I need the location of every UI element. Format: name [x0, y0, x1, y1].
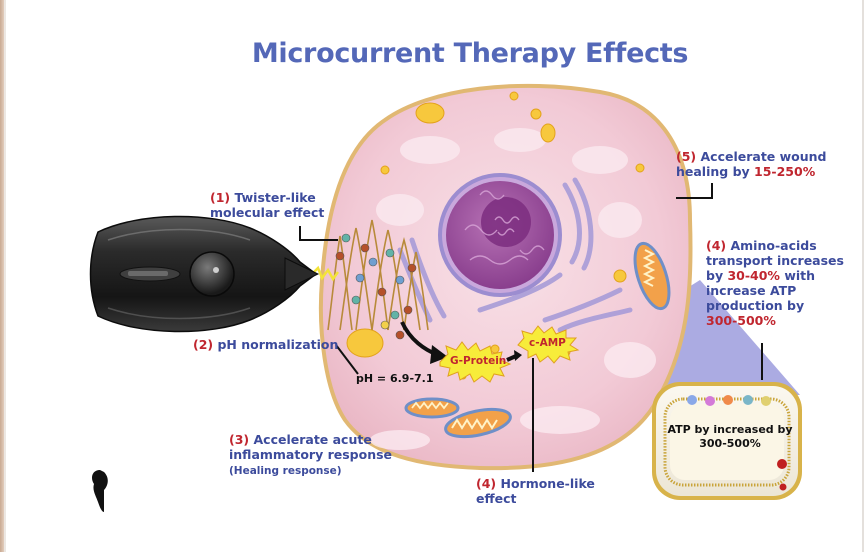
label-effect5: (5) Accelerate wound healing by 15-250% — [676, 149, 827, 179]
mitochondrion-lower-left — [404, 397, 460, 419]
mitochondrion-lower-center — [444, 407, 512, 439]
pathway-arrow-small — [506, 354, 517, 362]
nucleolus — [481, 197, 531, 247]
mitochondrion-right — [633, 241, 671, 311]
spark — [311, 265, 340, 282]
label-effect4-amino: (4) Amino-acids transport increases by 3… — [706, 238, 844, 328]
slide-left-border-inner — [4, 0, 6, 552]
label-effect4-hormone: (4) Hormone-like effect — [476, 476, 595, 506]
g-protein-label: G-Protein — [450, 355, 507, 367]
leader-effect5 — [676, 183, 713, 199]
slide-right-border — [862, 0, 864, 552]
zoom-wedge — [660, 280, 800, 395]
slide-left-border — [0, 0, 4, 552]
ph-value: pH = 6.9-7.1 — [356, 372, 434, 385]
slide-title: Microcurrent Therapy Effects — [251, 38, 689, 69]
pathway-arrow-small-head — [514, 350, 522, 361]
label-effect3: (3) Accelerate acute inflammatory respon… — [229, 432, 393, 477]
leader-effect1 — [299, 226, 338, 241]
molecular-twister — [327, 219, 429, 331]
leader-lines — [299, 183, 763, 472]
microcurrent-probe-icon — [89, 215, 320, 333]
cytoplasm-vesicles — [370, 128, 656, 450]
g-protein-burst — [439, 341, 512, 383]
membrane-proteins — [687, 395, 771, 406]
author-silhouette-logo — [92, 470, 108, 512]
c-amp-label: c-AMP — [529, 337, 566, 349]
label-effect1: (1) Twister-like molecular effect — [210, 190, 325, 220]
leader-effect2 — [335, 344, 359, 375]
yellow-granules — [346, 91, 645, 380]
label-effect2: (2) pH normalization — [193, 337, 339, 352]
golgi-apparatus — [397, 177, 633, 333]
pathway-arrow-main-head — [430, 345, 448, 364]
chromatin — [464, 190, 545, 265]
c-amp-burst — [517, 325, 580, 364]
atp-membrane-box — [652, 382, 802, 500]
atp-box-text: ATP by increased by 300-500% — [667, 423, 793, 450]
molecules — [335, 233, 417, 340]
